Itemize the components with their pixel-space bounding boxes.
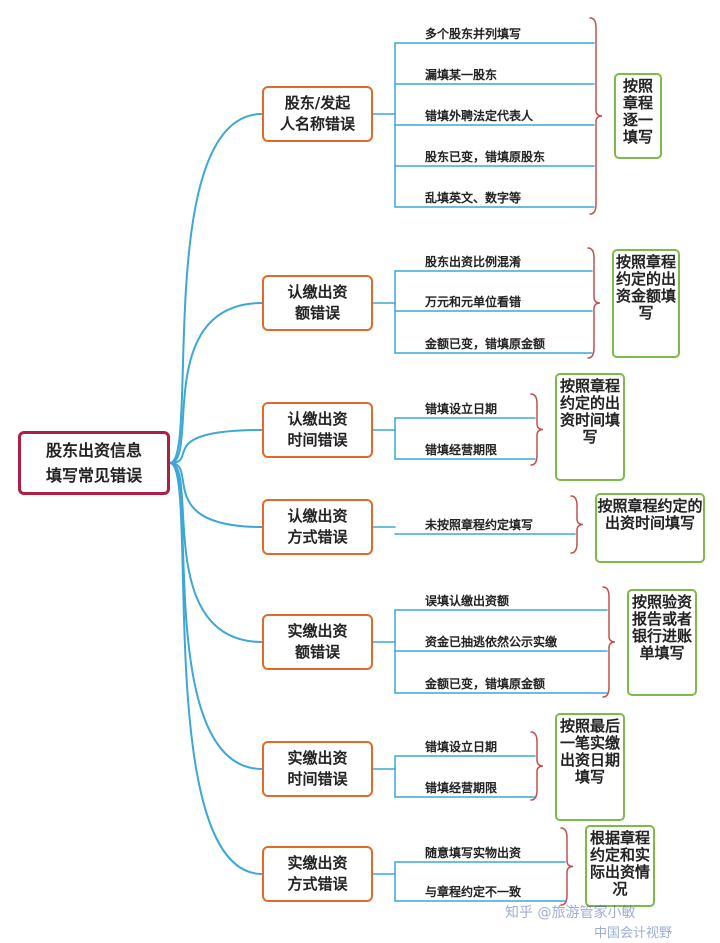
item-label: 股东出资比例混淆 [425,255,522,269]
category-label-line2: 人名称错误 [279,115,355,133]
category-label-line2: 方式错误 [287,875,348,893]
item-label: 错填设立日期 [425,402,498,416]
branch-line [169,462,263,875]
category-node: 实缴出资时间错误 [262,741,373,797]
category-label-line1: 实缴出资 [287,854,348,872]
category-label-line1: 认缴出资 [287,283,348,301]
item-label: 漏填某一股东 [425,68,498,82]
brace-bracket [530,731,544,801]
root-node: 股东出资信息填写常见错误 [18,431,170,495]
category-label-line2: 额错误 [294,304,340,322]
root-title-line2: 填写常见错误 [45,466,142,485]
item-label: 误填认缴出资额 [425,594,510,608]
item-label: 资金已抽逃依然公示实缴 [425,635,558,649]
category-node: 实缴出资方式错误 [262,846,373,902]
branch-line [169,429,263,464]
instruction-note: 按照章程约定的出资时间填写 [555,373,625,481]
branch-line [169,113,263,464]
category-label-line1: 股东/发起 [284,94,351,112]
item-label: 乱填英文、数字等 [425,191,522,205]
brace-bracket [587,247,601,359]
category-node: 认缴出资时间错误 [262,402,373,458]
item-label: 错填设立日期 [425,740,498,754]
instruction-note: 按照验资报告或者银行进账单填写 [627,589,697,696]
item-label: 多个股东并列填写 [425,27,522,41]
category-node: 股东/发起人名称错误 [262,86,373,142]
brace-bracket [589,17,603,215]
watermark-cnkj: 中国会计视野 [594,926,673,941]
root-title-line1: 股东出资信息 [45,441,142,460]
brace-bracket [560,827,574,906]
instruction-note: 按照章程约定的出资金额填写 [612,249,680,358]
branch-line [169,302,263,464]
category-node: 认缴出资额错误 [262,275,373,331]
item-label: 随意填写实物出资 [425,846,522,860]
brace-bracket [530,393,544,466]
brace-bracket [602,586,616,698]
watermark-zhihu: 知乎 @旅游管家小敏 [505,905,636,921]
item-label: 金额已变，错填原金额 [425,677,546,691]
category-label-line2: 时间错误 [287,431,348,449]
item-label: 错填外聘法定代表人 [425,109,534,123]
branch-line [169,462,263,528]
instruction-note: 根据章程约定和实际出资情况 [585,825,655,907]
item-label: 错填经营期限 [425,443,498,457]
item-label: 金额已变，错填原金额 [425,337,546,351]
category-label-line2: 方式错误 [287,528,348,546]
category-node: 认缴出资方式错误 [262,499,373,555]
category-label-line1: 实缴出资 [287,749,348,767]
item-label: 与章程约定不一致 [425,885,522,899]
category-label-line2: 额错误 [294,643,340,661]
brace-bracket [570,495,584,554]
item-label: 错填经营期限 [425,781,498,795]
category-label-line1: 认缴出资 [287,410,348,428]
item-label: 未按照章程约定填写 [425,518,534,532]
branch-line [169,462,263,643]
instruction-note: 按照章程约定的出资时间填写 [595,493,705,563]
instruction-note: 按照章程逐一填写 [614,73,662,159]
item-label: 股东已变，错填原股东 [425,150,546,164]
item-label: 万元和元单位看错 [425,295,522,309]
category-label-line1: 实缴出资 [287,622,348,640]
instruction-note: 按照最后一笔实缴出资日期填写 [555,713,625,821]
category-node: 实缴出资额错误 [262,614,373,670]
category-label-line1: 认缴出资 [287,507,348,525]
category-label-line2: 时间错误 [287,770,348,788]
